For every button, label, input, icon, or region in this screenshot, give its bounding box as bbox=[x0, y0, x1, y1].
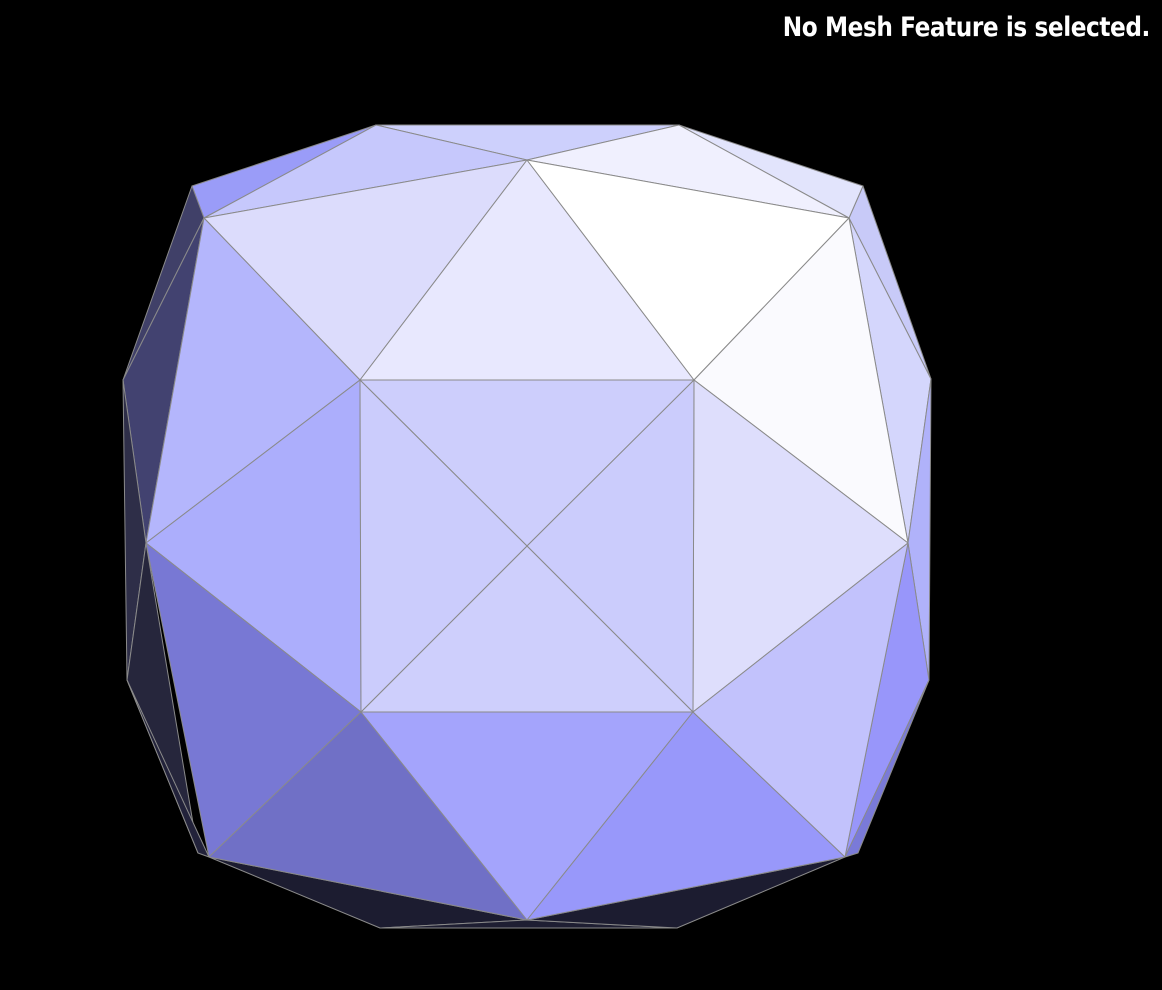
mesh-face[interactable] bbox=[126, 679, 210, 858]
mesh-face[interactable] bbox=[844, 679, 930, 858]
mesh-face[interactable] bbox=[359, 379, 528, 713]
mesh-face[interactable] bbox=[692, 542, 909, 858]
status-message: No Mesh Feature is selected. bbox=[782, 12, 1151, 43]
